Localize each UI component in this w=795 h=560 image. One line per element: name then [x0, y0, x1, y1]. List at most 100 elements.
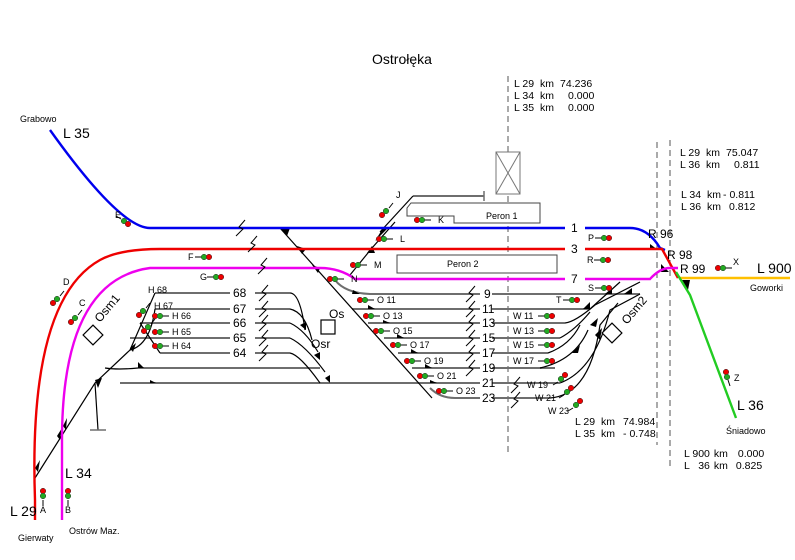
- signal-label: L: [400, 234, 405, 244]
- track-insulation-marks: [235, 219, 521, 409]
- signal-label: Z: [734, 373, 740, 383]
- insulation-joint-mark: [258, 300, 269, 318]
- signal-lamp: [719, 264, 727, 272]
- signal-d: D: [49, 277, 70, 307]
- signal-box-osm2: Osm2: [601, 293, 651, 344]
- signal-h65: H 65: [151, 327, 191, 337]
- track-number-64: 64: [233, 346, 247, 360]
- signal-o11: O 11: [356, 295, 396, 305]
- signal-label: F: [188, 252, 194, 262]
- signal-a: A: [39, 487, 47, 515]
- signal-label: O 23: [456, 386, 476, 396]
- signal-label: W 23: [548, 406, 569, 416]
- insulation-joint-mark: [465, 344, 476, 362]
- signal-z: Z: [722, 368, 740, 387]
- destination-goworki: Goworki: [750, 283, 783, 293]
- signal-lamp: [64, 492, 72, 500]
- signal-x: X: [714, 257, 739, 272]
- signal-label: N: [351, 274, 358, 284]
- platform-2: Peron 2: [396, 254, 558, 274]
- signal-label: M: [374, 260, 382, 270]
- signal-w19: W 19: [527, 371, 569, 390]
- signal-label: B: [65, 505, 71, 515]
- signal-label: X: [733, 257, 739, 267]
- signal-lamp: [144, 323, 152, 331]
- signal-lamp: [573, 296, 581, 304]
- signal-lamp: [53, 295, 61, 303]
- switch-label-r96: R 96: [648, 227, 674, 241]
- signal-o15: O 15: [372, 326, 413, 336]
- signal-post: [59, 290, 65, 297]
- signal-lamp: [139, 307, 147, 315]
- signal-box-osr-label: Osr: [311, 337, 330, 351]
- track-number-65: 65: [233, 331, 247, 345]
- signal-lamp: [380, 235, 388, 243]
- line-label-l34: L 34: [65, 465, 92, 481]
- track-number-7: 7: [571, 272, 578, 286]
- signal-f: F: [188, 252, 213, 262]
- signal-label: O 15: [393, 326, 413, 336]
- track-number-3: 3: [571, 242, 578, 256]
- signal-lamp: [440, 387, 448, 395]
- track-number-66: 66: [233, 316, 247, 330]
- signal-lamp: [140, 327, 148, 335]
- signal-lamp: [377, 327, 385, 335]
- insulation-joint-mark: [258, 284, 269, 302]
- track-number-23: 23: [482, 391, 496, 405]
- signal-lamp: [217, 273, 225, 281]
- signal-label: O 19: [424, 356, 444, 366]
- track-numbers: 1 3 7 9 11 13 15 17 19 21 23 68 67 66 65…: [233, 221, 578, 405]
- signal-label: D: [63, 277, 70, 287]
- signal-label: O 17: [410, 340, 430, 350]
- signal-n: N: [326, 274, 358, 284]
- destination-gierwaty: Gierwaty: [18, 533, 54, 543]
- signal-post: [727, 379, 731, 387]
- signal-b: B: [64, 487, 72, 515]
- signal-lamp: [156, 342, 164, 350]
- signal-lamp: [561, 371, 569, 379]
- signal-label: H 66: [172, 311, 191, 321]
- signal-lamp: [354, 261, 362, 269]
- insulation-joint-mark: [258, 314, 269, 332]
- signal-label: T: [556, 295, 562, 305]
- signal-label: H 68: [148, 285, 167, 295]
- signal-o17: O 17: [389, 340, 430, 350]
- signal-box-osm2-label: Osm2: [619, 293, 651, 327]
- signal-label: O 11: [377, 295, 396, 305]
- siding-tracks: [130, 292, 330, 384]
- signal-lamp: [394, 341, 402, 349]
- signal-c: C: [67, 298, 86, 326]
- signal-lamp: [39, 492, 47, 500]
- signal-label: G: [200, 272, 207, 282]
- signal-h68: H 68: [135, 285, 167, 319]
- signal-lamp: [576, 397, 584, 405]
- insulation-joint-mark: [510, 391, 521, 409]
- signal-lamp: [421, 372, 429, 380]
- insulation-joint-mark: [247, 235, 258, 253]
- signal-s: S: [588, 283, 613, 293]
- signal-lamp: [331, 275, 339, 283]
- track-number-11: 11: [482, 302, 495, 316]
- signal-label: H 67: [154, 301, 173, 311]
- signal-label: R: [587, 255, 594, 265]
- signal-box-osm1: Osm1: [82, 291, 123, 346]
- signal-lamp: [548, 357, 556, 365]
- signal-lamp: [49, 299, 57, 307]
- station-title: Ostrołęka: [372, 51, 432, 67]
- signal-w15: W 15: [513, 340, 556, 350]
- signal-label: E: [115, 210, 121, 220]
- signal-w13: W 13: [513, 326, 556, 336]
- signal-lamp: [382, 207, 390, 215]
- signal-lamp: [548, 312, 556, 320]
- signal-lamp: [67, 318, 75, 326]
